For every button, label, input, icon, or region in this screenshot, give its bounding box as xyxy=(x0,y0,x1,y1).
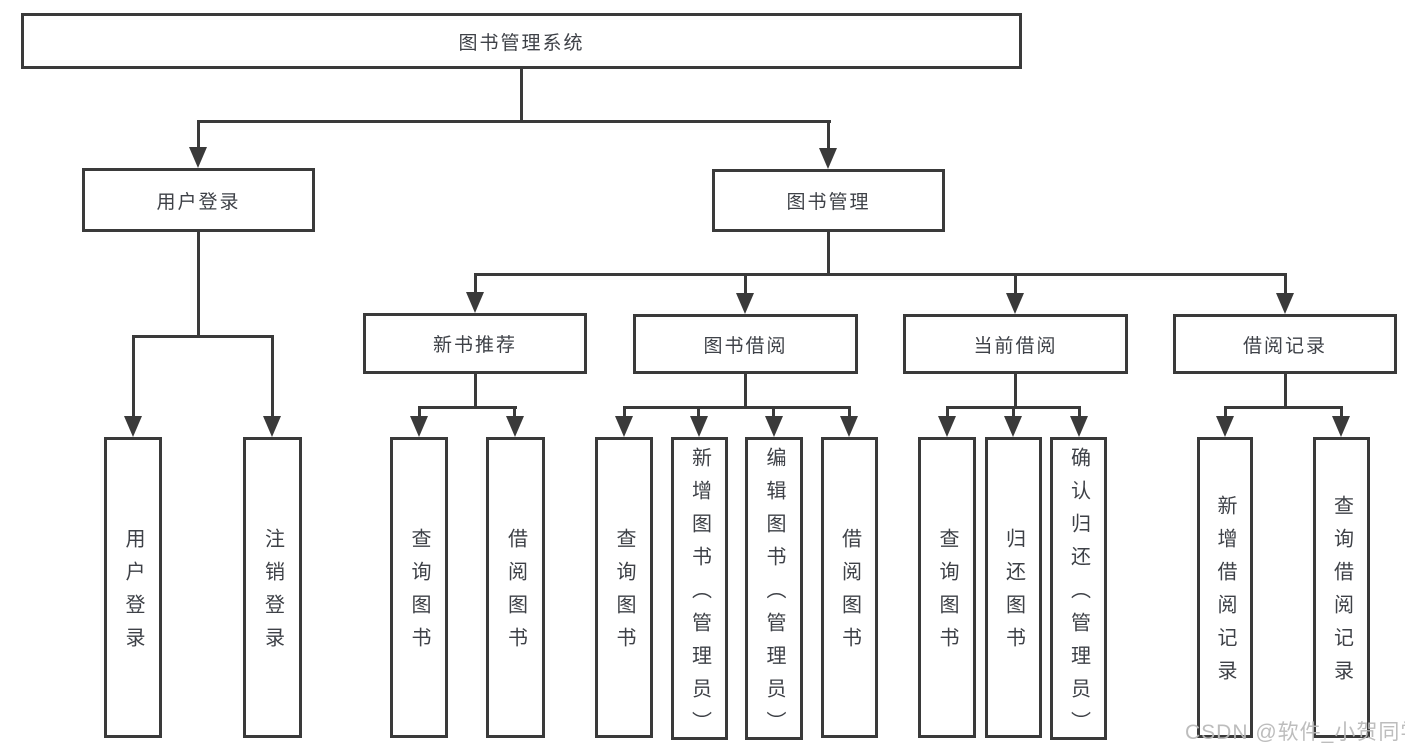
node-borrow-records-label: 借阅记录 xyxy=(1242,335,1327,357)
leaf-return-book-label: 归还图书 xyxy=(1002,528,1025,660)
arrow-down-borrow-leaf4 xyxy=(840,416,858,437)
leaf-borrow-book: 借阅图书 xyxy=(821,437,878,738)
leaf-query-books-recommend: 查询图书 xyxy=(390,437,448,738)
connector-user-login-hline xyxy=(132,335,274,338)
connector-borrow-leaf2 xyxy=(697,406,700,418)
connector-records-leaf1 xyxy=(1224,406,1227,418)
connector-recommend-stub xyxy=(474,374,477,409)
arrow-down-records xyxy=(1276,293,1294,314)
leaf-user-login: 用户登录 xyxy=(104,437,162,738)
arrow-down-leaf-login xyxy=(124,416,142,437)
leaf-query-books-recommend-label: 查询图书 xyxy=(408,528,430,660)
arrow-down-borrow-leaf3 xyxy=(765,416,783,437)
leaf-logout-label: 注销登录 xyxy=(261,528,284,660)
arrow-down-borrow xyxy=(736,293,754,314)
node-new-book-recommend-label: 新书推荐 xyxy=(432,335,517,356)
connector-borrow-leaf4 xyxy=(848,406,851,418)
connector-root-hline xyxy=(197,120,831,123)
arrow-down-user-login xyxy=(189,147,207,168)
connector-root-stub xyxy=(520,69,523,120)
leaf-borrow-books-recommend-label: 借阅图书 xyxy=(504,528,527,660)
arrow-down-current-leaf2 xyxy=(1004,416,1022,437)
arrow-down-borrow-leaf1 xyxy=(615,416,633,437)
connector-borrow-stub xyxy=(744,374,747,409)
leaf-query-books-borrow-label: 查询图书 xyxy=(613,528,635,660)
connector-to-recommend xyxy=(474,273,477,294)
node-current-borrow: 当前借阅 xyxy=(903,314,1128,374)
leaf-add-book-admin-label: 新增图书（管理员） xyxy=(688,446,711,744)
connector-records-hline xyxy=(1224,406,1343,409)
leaf-query-borrow-record: 查询借阅记录 xyxy=(1313,437,1370,738)
leaf-query-books-borrow: 查询图书 xyxy=(595,437,653,738)
node-new-book-recommend: 新书推荐 xyxy=(363,313,587,374)
connector-current-leaf1 xyxy=(946,406,949,418)
connector-book-mgmt-stub xyxy=(827,232,830,276)
node-book-management: 图书管理 xyxy=(712,169,945,232)
node-user-login: 用户登录 xyxy=(82,168,315,232)
connector-to-borrow xyxy=(744,273,747,295)
connector-recommend-leaf1 xyxy=(418,406,421,418)
leaf-add-borrow-record-label: 新增借阅记录 xyxy=(1214,495,1236,693)
arrow-down-leaf-logout xyxy=(263,416,281,437)
connector-current-stub xyxy=(1014,374,1017,409)
connector-recommend-hline xyxy=(418,406,517,409)
leaf-return-book: 归还图书 xyxy=(985,437,1042,738)
leaf-borrow-book-label: 借阅图书 xyxy=(838,528,861,660)
arrow-down-borrow-leaf2 xyxy=(690,416,708,437)
node-book-borrow: 图书借阅 xyxy=(633,314,858,374)
connector-user-login-stub xyxy=(197,232,200,335)
node-library-system-label: 图书管理系统 xyxy=(458,32,585,54)
arrow-down-records-leaf2 xyxy=(1332,416,1350,437)
node-book-borrow-label: 图书借阅 xyxy=(703,335,788,357)
connector-records-leaf2 xyxy=(1340,406,1343,418)
connector-recommend-leaf2 xyxy=(513,406,516,418)
node-library-system: 图书管理系统 xyxy=(21,13,1022,69)
arrow-down-recommend-leaf1 xyxy=(410,416,428,437)
leaf-query-borrow-record-label: 查询借阅记录 xyxy=(1330,495,1353,693)
arrow-down-recommend-leaf2 xyxy=(506,416,524,437)
node-current-borrow-label: 当前借阅 xyxy=(973,335,1058,357)
leaf-add-book-admin: 新增图书（管理员） xyxy=(671,437,728,744)
arrow-down-book-mgmt xyxy=(819,148,837,169)
leaf-query-books-current-label: 查询图书 xyxy=(936,528,958,660)
connector-to-records xyxy=(1284,273,1287,295)
connector-to-current xyxy=(1014,273,1017,295)
leaf-confirm-return-admin: 确认归还（管理员） xyxy=(1050,437,1107,744)
connector-to-book-mgmt xyxy=(827,120,830,149)
node-user-login-label: 用户登录 xyxy=(156,191,241,213)
connector-borrow-leaf3 xyxy=(772,406,775,418)
leaf-user-login-label: 用户登录 xyxy=(122,528,144,660)
connector-to-user-login xyxy=(197,120,200,148)
connector-records-stub xyxy=(1284,374,1287,409)
leaf-confirm-return-admin-label: 确认归还（管理员） xyxy=(1067,446,1090,744)
leaf-borrow-books-recommend: 借阅图书 xyxy=(486,437,545,738)
leaf-logout: 注销登录 xyxy=(243,437,302,738)
connector-current-leaf3 xyxy=(1078,406,1081,418)
arrow-down-current xyxy=(1006,293,1024,314)
connector-borrow-leaf1 xyxy=(623,406,626,418)
node-book-management-label: 图书管理 xyxy=(786,192,871,213)
leaf-query-books-current: 查询图书 xyxy=(918,437,976,738)
arrow-down-records-leaf1 xyxy=(1216,416,1234,437)
connector-to-leaf-logout xyxy=(271,335,274,417)
connector-borrow-hline xyxy=(623,406,851,409)
leaf-edit-book-admin: 编辑图书（管理员） xyxy=(745,437,803,744)
csdn-watermark: CSDN @软件_小贺同学 xyxy=(1185,721,1405,744)
arrow-down-current-leaf1 xyxy=(938,416,956,437)
connector-book-mgmt-hline xyxy=(474,273,1287,276)
leaf-add-borrow-record: 新增借阅记录 xyxy=(1197,437,1253,738)
arrow-down-current-leaf3 xyxy=(1070,416,1088,437)
leaf-edit-book-admin-label: 编辑图书（管理员） xyxy=(763,446,785,744)
connector-to-leaf-login xyxy=(132,335,135,417)
arrow-down-recommend xyxy=(466,292,484,313)
node-borrow-records: 借阅记录 xyxy=(1173,314,1397,374)
connector-current-leaf2 xyxy=(1012,406,1015,418)
